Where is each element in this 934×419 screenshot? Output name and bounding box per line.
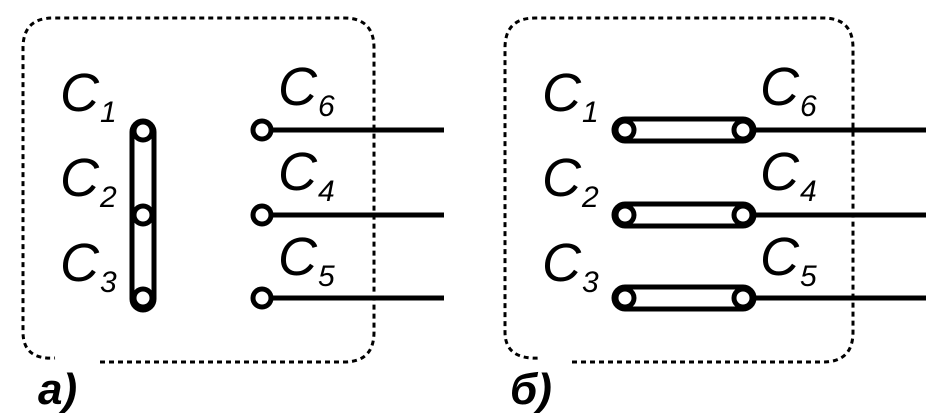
panel-a-label-c2: C 2 xyxy=(60,148,117,214)
panel-a-caption: а) xyxy=(38,365,77,414)
panel-a-label-c6: C 6 xyxy=(278,57,335,123)
panel-b-terminal-c5 xyxy=(731,286,755,310)
panel-a-label-c4: C 4 xyxy=(278,142,335,208)
svg-text:1: 1 xyxy=(100,96,117,129)
panel-b-caption: б) xyxy=(510,365,552,414)
panel-b-terminal-c6 xyxy=(731,118,755,142)
panel-a-label-c3: C 3 xyxy=(60,233,117,299)
svg-text:6: 6 xyxy=(318,90,335,123)
svg-text:C: C xyxy=(760,227,800,287)
svg-text:3: 3 xyxy=(100,266,117,299)
svg-text:4: 4 xyxy=(318,175,335,208)
panel-b-terminal-c2 xyxy=(613,203,637,227)
svg-text:2: 2 xyxy=(581,181,599,214)
svg-text:2: 2 xyxy=(99,181,117,214)
panel-a-terminal-c5 xyxy=(250,286,274,310)
svg-text:C: C xyxy=(542,63,582,123)
svg-text:C: C xyxy=(60,148,100,208)
svg-text:C: C xyxy=(278,57,318,117)
svg-text:1: 1 xyxy=(582,96,599,129)
panel-a-terminal-c1 xyxy=(131,119,155,143)
panel-a-terminal-c2 xyxy=(131,203,155,227)
svg-text:C: C xyxy=(60,233,100,293)
svg-text:3: 3 xyxy=(582,266,599,299)
svg-text:C: C xyxy=(60,63,100,123)
panel-b-terminal-c3 xyxy=(613,286,637,310)
panel-b-label-c4: C 4 xyxy=(760,142,817,208)
panel-b-label-c2: C 2 xyxy=(542,148,599,214)
svg-text:5: 5 xyxy=(800,260,817,293)
svg-text:5: 5 xyxy=(318,260,335,293)
panel-b-label-c1: C 1 xyxy=(542,63,599,129)
panel-a-terminal-c6 xyxy=(250,118,274,142)
panel-a-terminal-c4 xyxy=(250,203,274,227)
panel-b-label-c5: C 5 xyxy=(760,227,817,293)
panel-a-dashed-frame xyxy=(21,16,376,364)
svg-text:4: 4 xyxy=(800,175,817,208)
panel-b-label-c6: C 6 xyxy=(760,57,817,123)
panel-a-label-c5: C 5 xyxy=(278,227,335,293)
panel-b-dashed-frame xyxy=(503,16,855,364)
svg-text:C: C xyxy=(542,148,582,208)
panel-b: C 1 C 2 C 3 C 6 C 4 C 5 xyxy=(503,16,926,414)
panel-b-terminal-c1 xyxy=(613,118,637,142)
svg-text:6: 6 xyxy=(800,90,817,123)
svg-text:C: C xyxy=(278,227,318,287)
svg-text:C: C xyxy=(542,233,582,293)
panel-b-terminal-c4 xyxy=(731,203,755,227)
panel-a-terminal-c3 xyxy=(131,286,155,310)
svg-text:C: C xyxy=(278,142,318,202)
panel-a-label-c1: C 1 xyxy=(60,63,117,129)
panel-a: C 1 C 2 C 3 C 6 C 4 C 5 xyxy=(21,16,444,414)
panel-b-label-c3: C 3 xyxy=(542,233,599,299)
svg-text:C: C xyxy=(760,57,800,117)
svg-text:C: C xyxy=(760,142,800,202)
